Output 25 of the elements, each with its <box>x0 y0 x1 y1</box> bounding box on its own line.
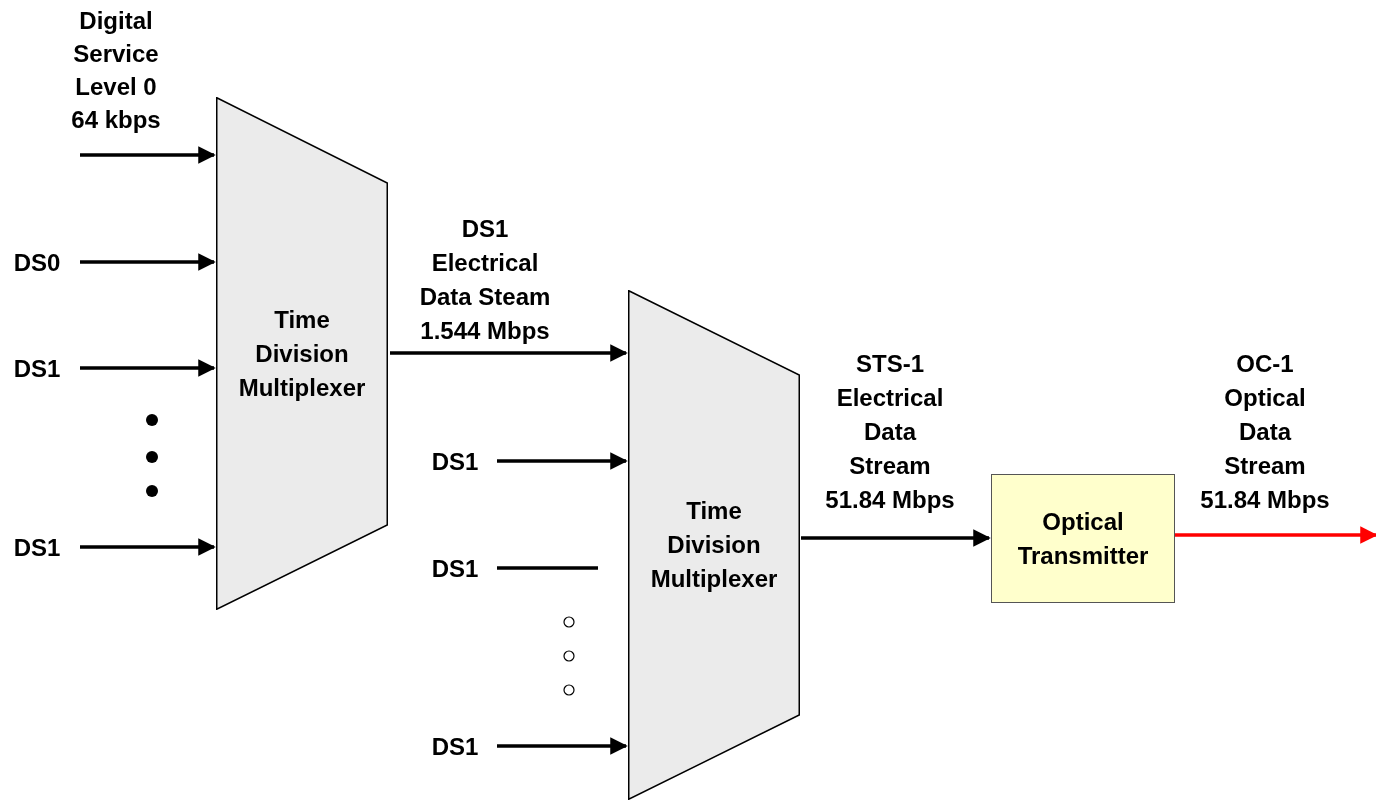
signal-label: DS1 <box>426 730 484 763</box>
signal-label: DS0 <box>8 246 66 279</box>
arrow <box>80 359 216 377</box>
multiplexer-trapezoid <box>216 97 388 610</box>
edge-label: STS-1 Electrical Data Stream 51.84 Mbps <box>824 349 956 515</box>
edge-label: OC-1 Optical Data Stream 51.84 Mbps <box>1199 349 1331 515</box>
arrow <box>497 737 628 755</box>
multiplexer-label: Time Division Multiplexer <box>649 496 779 594</box>
transmitter-label: Optical Transmitter <box>1016 506 1150 571</box>
signal-label: DS1 <box>8 352 66 385</box>
signal-label: DS1 <box>426 552 484 585</box>
multiplexer-label: Time Division Multiplexer <box>237 304 367 403</box>
arrow <box>497 452 628 470</box>
arrow <box>80 538 216 556</box>
arrow <box>390 344 628 362</box>
arrow <box>80 253 216 271</box>
arrow <box>80 146 216 164</box>
signal-label: Digital Service Level 0 64 kbps <box>61 4 171 138</box>
signal-label: DS1 <box>8 531 66 564</box>
multiplexer-trapezoid <box>628 290 800 800</box>
signal-label: DS1 <box>426 445 484 478</box>
arrow <box>1175 526 1376 544</box>
transmitter-box <box>991 474 1175 603</box>
arrow <box>801 529 991 547</box>
edge-label: DS1 Electrical Data Steam 1.544 Mbps <box>418 214 552 346</box>
